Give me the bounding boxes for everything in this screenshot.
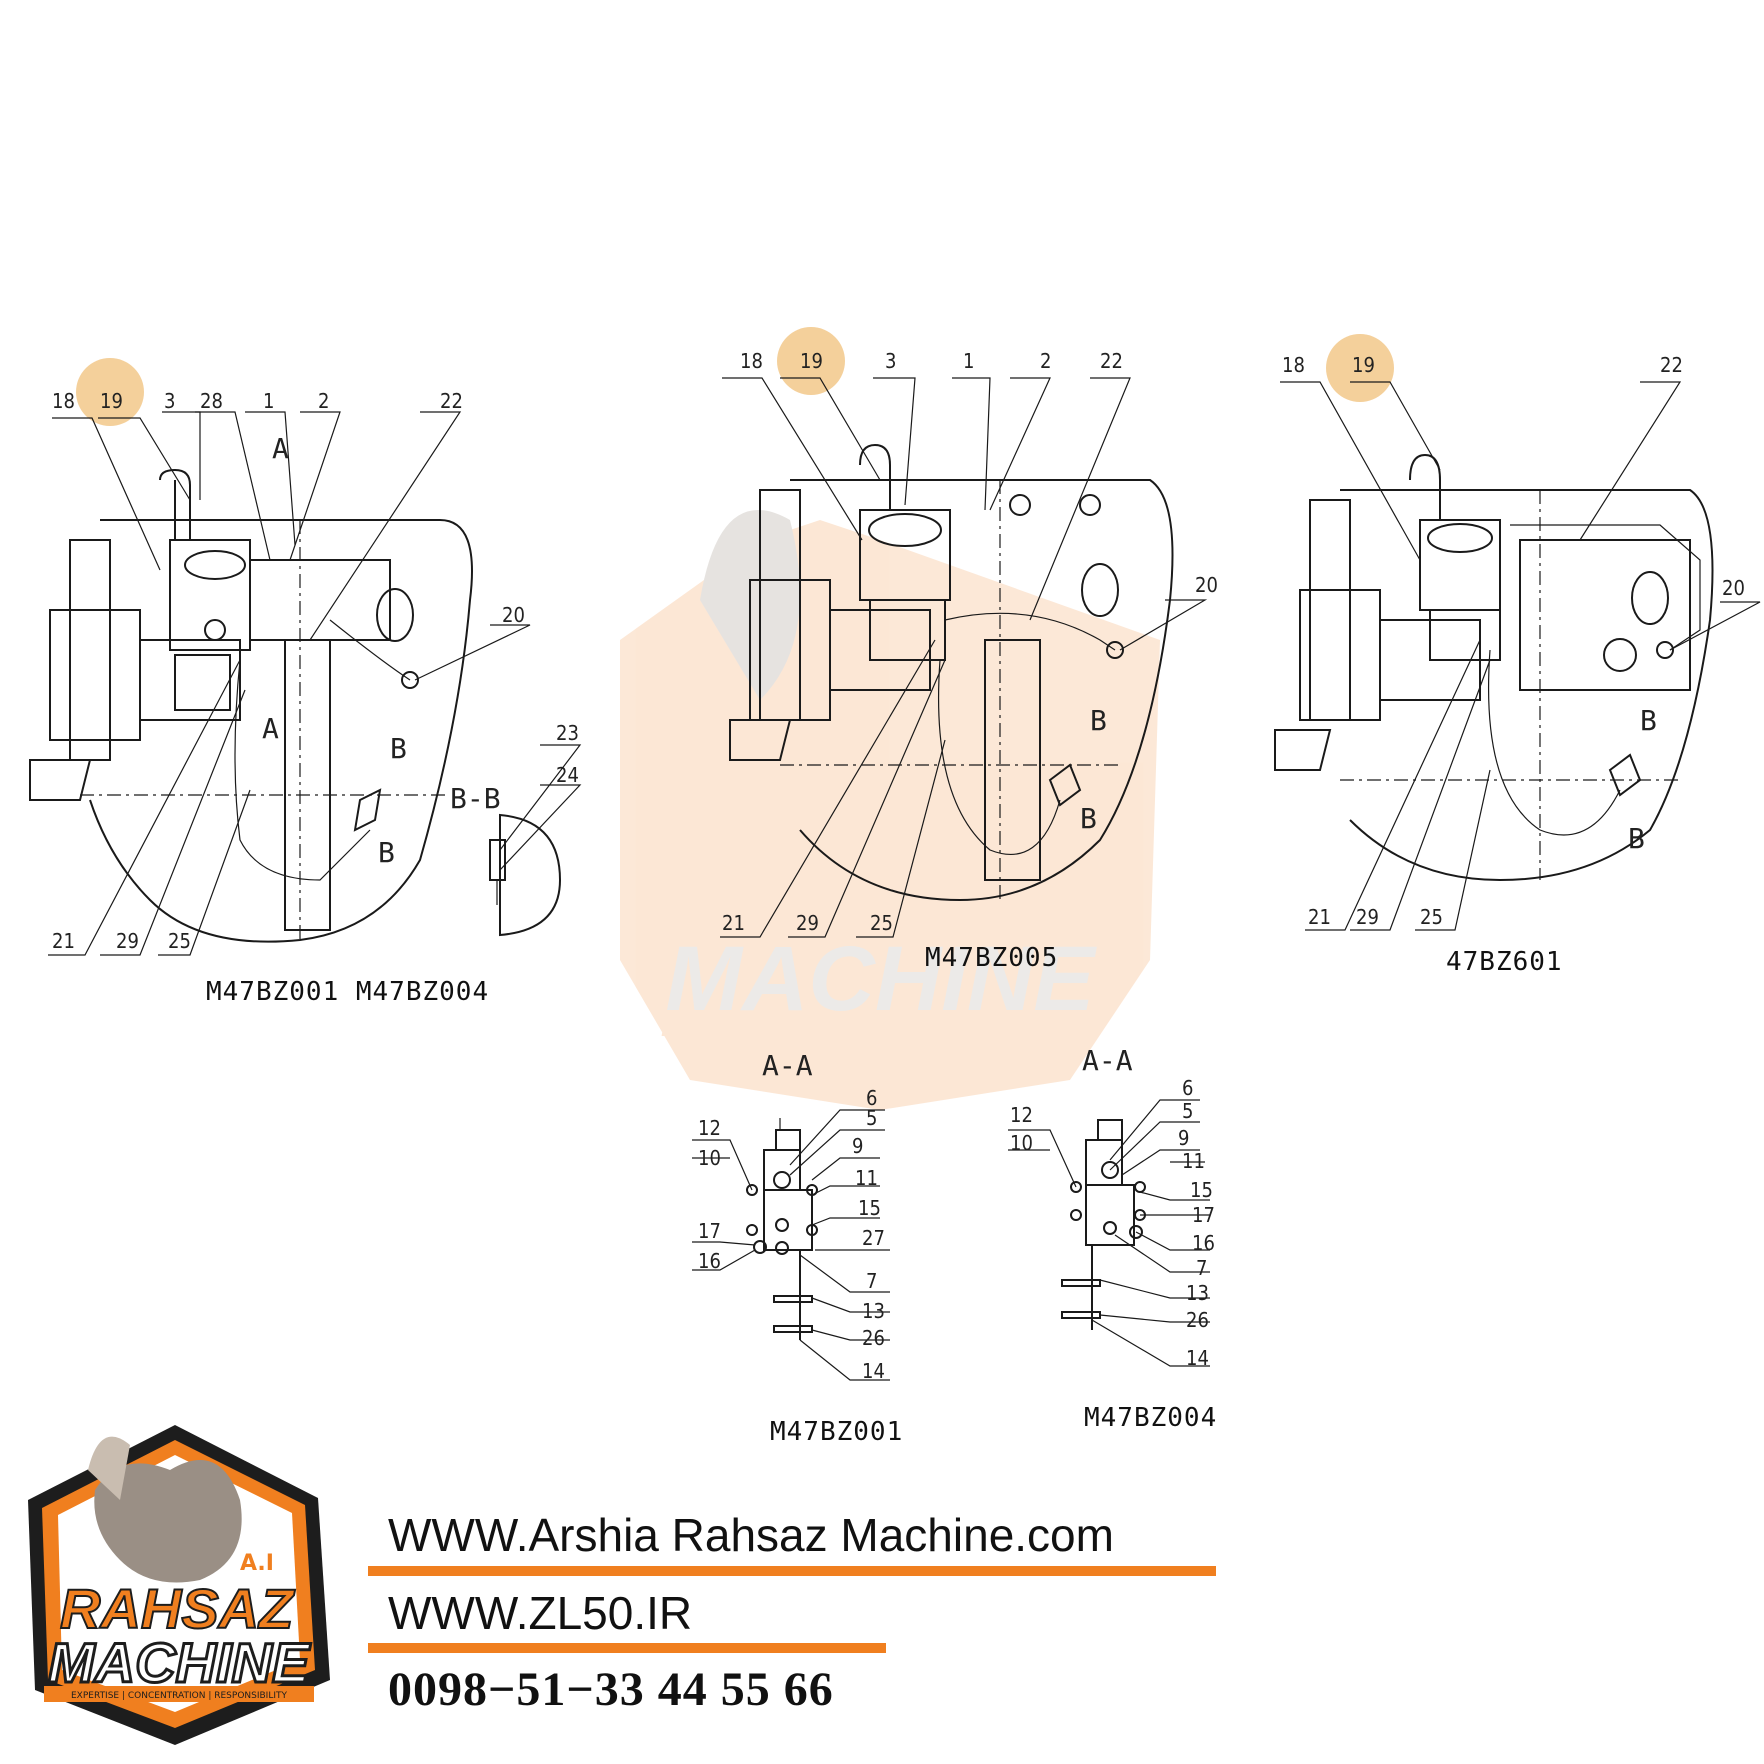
svg-text:29: 29 [116, 929, 139, 953]
svg-text:7: 7 [1196, 1256, 1207, 1280]
highlight-circle-left [76, 358, 144, 426]
divider-bar-1 [368, 1566, 1216, 1576]
svg-text:B: B [1640, 704, 1657, 737]
svg-text:19: 19 [1352, 353, 1375, 377]
view-right: 18 19 22 20 21 29 25 B B 47BZ601 [1274, 353, 1761, 977]
svg-text:B: B [1080, 802, 1097, 835]
svg-text:13: 13 [1186, 1281, 1209, 1305]
svg-text:2: 2 [318, 389, 329, 413]
caption-detail-right: M47BZ004 [1084, 1403, 1217, 1433]
svg-text:B: B [1628, 822, 1645, 855]
detail-left: A-A 6 5 12 10 9 11 [692, 1049, 903, 1447]
svg-text:16: 16 [698, 1249, 721, 1273]
svg-text:20: 20 [502, 603, 525, 627]
svg-text:28: 28 [200, 389, 223, 413]
svg-text:A: A [272, 432, 289, 465]
detail-right: A-A 6 5 12 10 9 11 15 17 [1008, 1044, 1217, 1433]
svg-text:22: 22 [1100, 349, 1123, 373]
logo: A.I RAHSAZ MACHINE EXPERTISE | CONCENTRA… [28, 1425, 330, 1745]
logo-text-line2: MACHINE [48, 1631, 311, 1694]
svg-text:5: 5 [1182, 1099, 1193, 1123]
watermark-line2: MACHINE [665, 928, 1097, 1030]
svg-text:22: 22 [440, 389, 463, 413]
svg-text:1: 1 [963, 349, 974, 373]
svg-text:5: 5 [866, 1106, 877, 1130]
svg-text:6: 6 [1182, 1076, 1193, 1100]
svg-text:6: 6 [866, 1086, 877, 1110]
svg-text:18: 18 [1282, 353, 1305, 377]
svg-text:10: 10 [698, 1146, 721, 1170]
highlight-circle-right [1326, 334, 1394, 402]
svg-text:2: 2 [1040, 349, 1051, 373]
svg-text:B: B [1090, 704, 1107, 737]
svg-text:11: 11 [855, 1166, 878, 1190]
caption-detail-left: M47BZ001 [770, 1417, 903, 1447]
svg-text:26: 26 [1186, 1308, 1209, 1332]
logo-text-line1: RAHSAZ [60, 1577, 295, 1640]
svg-text:18: 18 [52, 389, 75, 413]
svg-text:B: B [378, 836, 395, 869]
view-left: 18 19 3 28 1 2 22 20 21 29 25 23 24 A A … [29, 389, 582, 1007]
svg-text:12: 12 [1010, 1103, 1033, 1127]
website-link-2[interactable]: WWW.ZL50.IR [388, 1587, 693, 1639]
svg-text:3: 3 [885, 349, 896, 373]
svg-text:21: 21 [1308, 905, 1331, 929]
svg-text:18: 18 [740, 349, 763, 373]
phone-number: 0098−51−33 44 55 66 [388, 1663, 834, 1716]
logo-initials: A.I [240, 1551, 274, 1576]
svg-text:23: 23 [556, 721, 579, 745]
svg-text:17: 17 [698, 1219, 721, 1243]
svg-text:25: 25 [870, 911, 893, 935]
svg-text:14: 14 [1186, 1346, 1209, 1370]
svg-text:12: 12 [698, 1116, 721, 1140]
detail-right-title: A-A [1082, 1044, 1133, 1077]
svg-text:26: 26 [862, 1326, 885, 1350]
svg-text:15: 15 [858, 1196, 881, 1220]
website-link[interactable]: WWW.Arshia Rahsaz Machine.com [388, 1509, 1114, 1561]
svg-text:B-B: B-B [450, 782, 501, 815]
caption-right: 47BZ601 [1446, 947, 1563, 977]
svg-text:16: 16 [1192, 1231, 1215, 1255]
svg-text:20: 20 [1195, 573, 1218, 597]
svg-text:19: 19 [100, 389, 123, 413]
svg-text:29: 29 [1356, 905, 1379, 929]
watermark-line1: RAHSAZ [688, 848, 1075, 950]
caption-middle: M47BZ005 [925, 943, 1058, 973]
svg-text:9: 9 [852, 1134, 863, 1158]
svg-text:20: 20 [1722, 576, 1745, 600]
svg-text:15: 15 [1190, 1178, 1213, 1202]
svg-text:13: 13 [862, 1299, 885, 1323]
view-middle: 18 19 3 1 2 22 20 21 29 25 B B M47BZ005 [720, 349, 1218, 973]
svg-text:22: 22 [1660, 353, 1683, 377]
svg-text:17: 17 [1192, 1203, 1215, 1227]
svg-text:9: 9 [1178, 1126, 1189, 1150]
svg-text:3: 3 [164, 389, 175, 413]
svg-text:19: 19 [800, 349, 823, 373]
caption-left: M47BZ001 M47BZ004 [206, 977, 489, 1007]
rhino-head-icon [94, 1460, 242, 1583]
watermark-tagline: EXPERTISE | CONCENTRATION | RESPONSIBILI… [661, 1020, 1100, 1040]
divider-bar-2 [368, 1643, 886, 1653]
detail-left-title: A-A [762, 1049, 813, 1082]
logo-tagline: EXPERTISE | CONCENTRATION | RESPONSIBILI… [71, 1691, 287, 1701]
svg-text:10: 10 [1010, 1131, 1033, 1155]
svg-text:7: 7 [866, 1269, 877, 1293]
svg-text:A: A [262, 712, 279, 745]
svg-text:14: 14 [862, 1359, 885, 1383]
svg-text:21: 21 [722, 911, 745, 935]
svg-text:11: 11 [1182, 1149, 1205, 1173]
svg-text:25: 25 [168, 929, 191, 953]
watermark: RAHSAZ MACHINE EXPERTISE | CONCENTRATION… [620, 510, 1160, 1110]
svg-text:B: B [390, 732, 407, 765]
svg-text:24: 24 [556, 763, 579, 787]
svg-text:29: 29 [796, 911, 819, 935]
svg-text:27: 27 [862, 1226, 885, 1250]
svg-text:1: 1 [263, 389, 274, 413]
svg-text:25: 25 [1420, 905, 1443, 929]
svg-text:21: 21 [52, 929, 75, 953]
